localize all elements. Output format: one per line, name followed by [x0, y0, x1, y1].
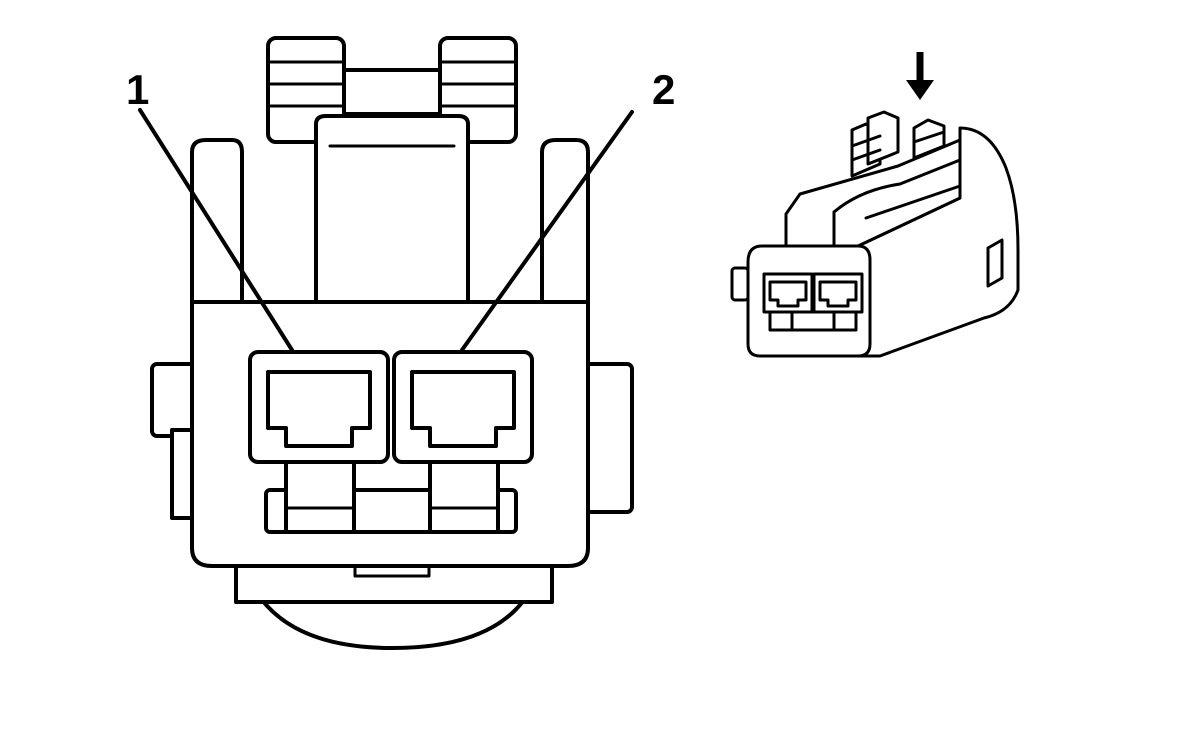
latch-bridge [342, 68, 442, 116]
pin-1-leader-line [138, 108, 294, 352]
right-side-tab-upper [584, 362, 634, 514]
front-bottom-plate [234, 558, 554, 604]
iso-side-clip [986, 238, 1004, 288]
iso-lower-slot [768, 310, 858, 332]
pin-cavity-1 [248, 350, 390, 534]
iso-pin-cavity-2 [812, 272, 864, 314]
pin-2-label: 2 [652, 66, 675, 113]
iso-pin-cavity-1 [762, 272, 814, 314]
front-bottom-dome [260, 598, 526, 650]
iso-right-side [856, 126, 1020, 358]
insertion-direction-arrow-icon [906, 52, 934, 100]
pin-1-label: 1 [126, 66, 149, 113]
iso-latch-teeth [850, 110, 946, 178]
iso-left-nub [730, 266, 750, 302]
connector-front-view: 1 2 [126, 36, 675, 650]
connector-isometric-view [730, 52, 1020, 358]
pin-cavity-2 [392, 350, 534, 534]
pin-2-leader-line [460, 110, 634, 352]
